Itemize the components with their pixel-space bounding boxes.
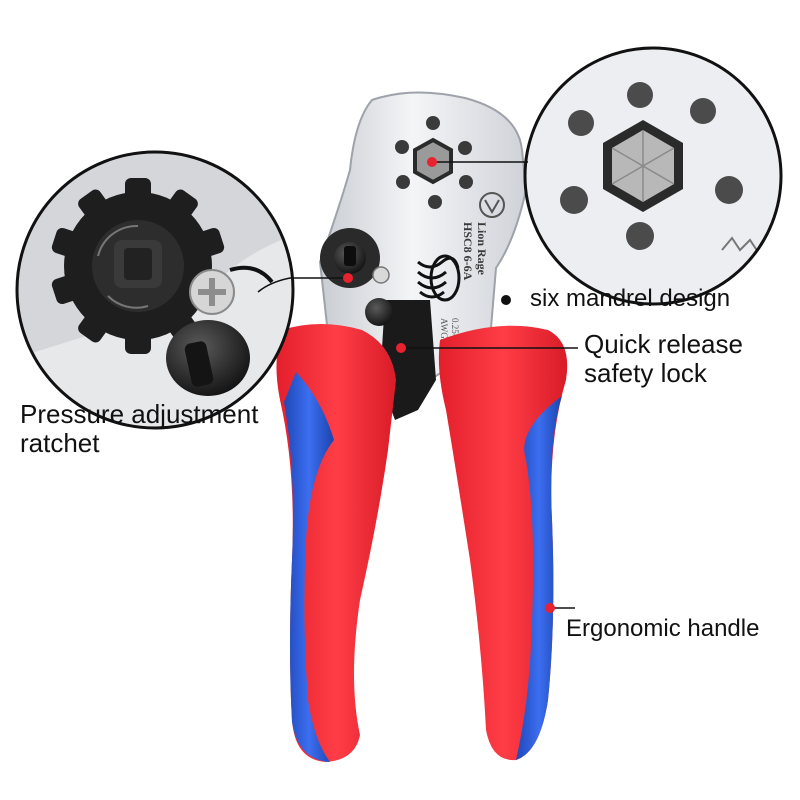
inset-border-left <box>15 150 295 430</box>
quick-release-line1: Quick release <box>584 329 743 359</box>
mandrel-zoom-inset <box>523 46 783 306</box>
quick-release-callout-label: Quick release safety lock <box>584 329 743 389</box>
mandrel-callout-text: six mandrel design <box>530 285 731 312</box>
hex-mandrel-zoomed <box>603 120 683 212</box>
brand-engraving: Lion Rage <box>475 222 489 276</box>
spring <box>417 254 461 302</box>
marker-quick-release <box>396 343 406 353</box>
crimping-tool: Lion Rage HSC8 6-6A 0.25-6mm² AWG24-10 <box>276 91 568 762</box>
pressure-callout-label: Pressure adjustment ratchet <box>20 399 259 459</box>
adjust-screw <box>372 266 390 284</box>
left-handle-grip <box>284 372 334 762</box>
pressure-line2: ratchet <box>20 428 100 459</box>
marker-mandrel <box>427 157 437 167</box>
ergonomic-callout-text: Ergonomic handle <box>566 615 760 642</box>
right-handle-grip <box>516 396 562 760</box>
ratchet-gear <box>51 178 225 354</box>
quick-release-line2: safety lock <box>584 358 707 389</box>
callout-leaders <box>257 161 578 609</box>
release-knob <box>365 298 393 326</box>
release-knob-zoomed <box>166 320 250 396</box>
callout-markers <box>343 157 555 613</box>
marker-ergonomic <box>545 603 555 613</box>
model-engraving: HSC8 6-6A <box>461 222 475 281</box>
marker-pressure <box>343 273 353 283</box>
die-holes <box>395 116 473 209</box>
pressure-line1: Pressure adjustment <box>20 399 259 429</box>
brand-logo <box>479 192 505 218</box>
ergonomic-callout-label: Ergonomic handle <box>566 615 760 643</box>
inset-border-right <box>523 46 783 306</box>
phillips-screw-icon <box>189 269 235 315</box>
mandrel-callout-label: six mandrel design <box>530 285 731 313</box>
marker-mandrel-bullet <box>501 295 511 305</box>
ratchet-zoom-inset <box>15 150 295 430</box>
